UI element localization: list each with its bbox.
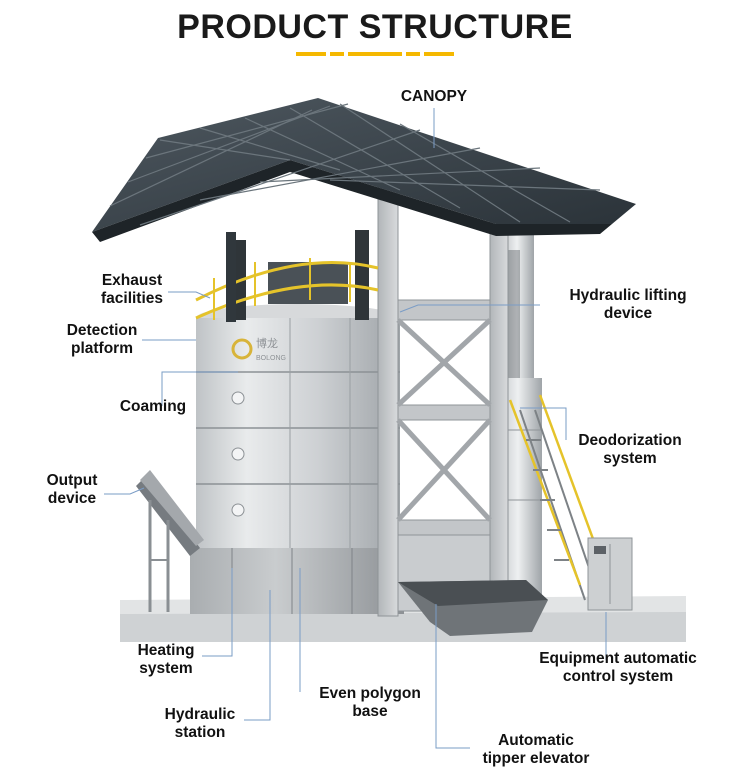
label-detection-platform: Detection platform (66, 322, 138, 357)
label-coaming: Coaming (119, 398, 187, 415)
label-control-system: Equipment automatic control system (539, 650, 697, 685)
leader-lines (104, 108, 607, 749)
canopy-roof (92, 98, 636, 242)
label-polygon-base: Even polygon base (319, 685, 421, 720)
title-underline (296, 52, 454, 56)
brand-cn: 博龙 (256, 337, 278, 350)
polygon-base (190, 548, 404, 614)
tank-body (196, 304, 400, 550)
label-deodorization-system: Deodorization system (578, 432, 682, 467)
label-hydraulic-lifting-device: Hydraulic lifting device (569, 287, 687, 322)
brand-en: BOLONG (256, 355, 286, 362)
label-canopy: CANOPY (400, 88, 468, 105)
roof-post (226, 232, 236, 322)
label-output-device: Output device (46, 472, 98, 507)
page-title: PRODUCT STRUCTURE (177, 8, 573, 46)
label-exhaust-facilities: Exhaust facilities (100, 272, 164, 307)
brand-logo: 博龙 BOLONG (231, 337, 286, 362)
output-conveyor (136, 470, 204, 612)
control-cabinet (587, 537, 633, 611)
label-tipper-elevator: Automatic tipper elevator (482, 732, 590, 767)
label-hydraulic-station: Hydraulic station (164, 706, 236, 741)
lifting-frame (377, 179, 509, 617)
label-heating-system: Heating system (137, 642, 195, 677)
